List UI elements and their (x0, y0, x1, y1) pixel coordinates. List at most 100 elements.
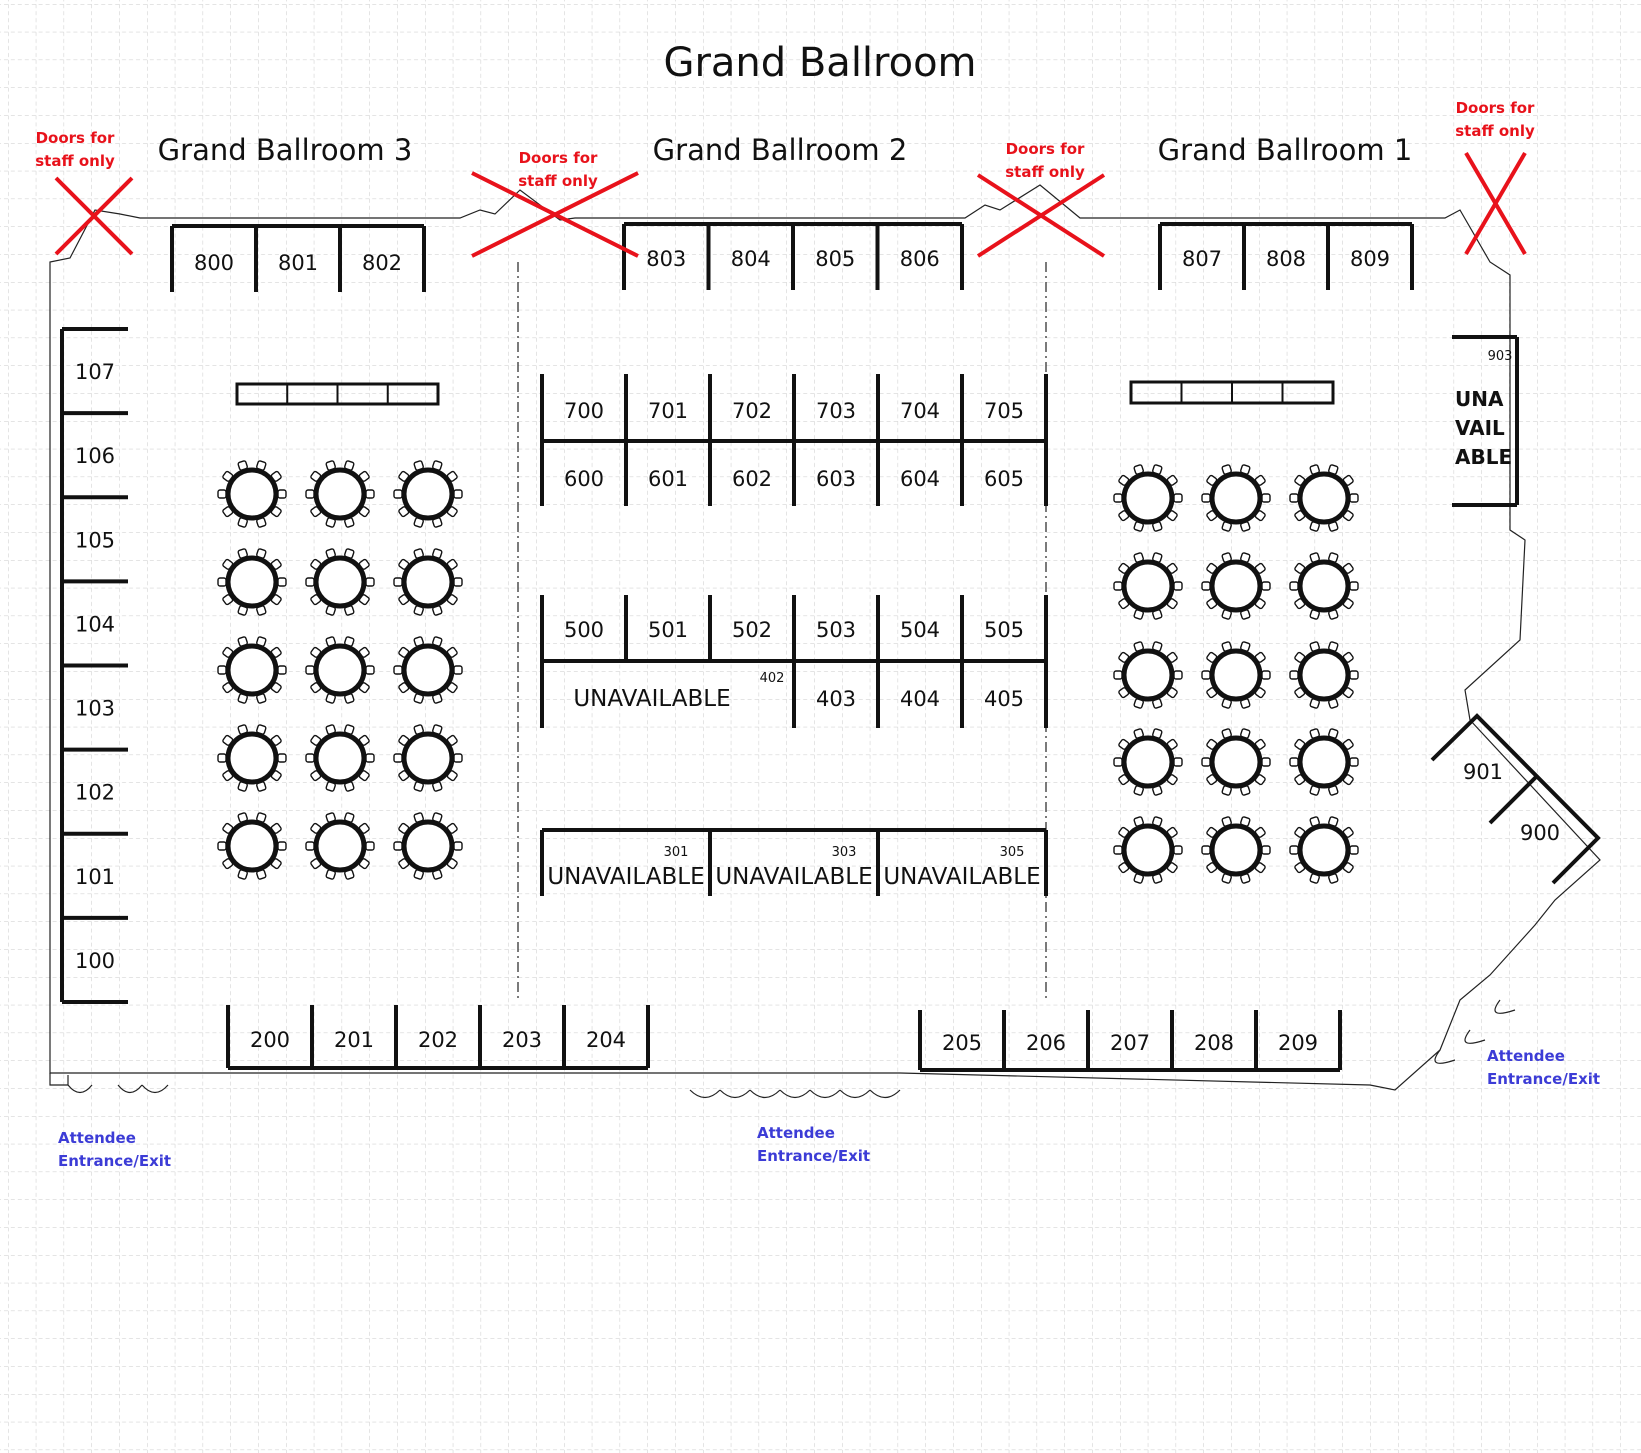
staff-door-label: staff only (35, 152, 115, 170)
staff-door-cross (1464, 151, 1527, 256)
chair (453, 489, 463, 499)
chair (1152, 785, 1163, 796)
chair (1113, 493, 1123, 503)
round-table (1297, 823, 1351, 877)
chair (1294, 738, 1306, 750)
booth-number: 200 (250, 1028, 290, 1052)
booth-number: 206 (1026, 1031, 1066, 1055)
chair (1261, 581, 1271, 591)
chair (1309, 521, 1320, 532)
chair (237, 869, 248, 880)
chair (1309, 609, 1320, 620)
chair (1152, 464, 1163, 475)
chair (1206, 651, 1218, 663)
chair (398, 558, 410, 570)
chair (344, 460, 355, 471)
chair (1240, 698, 1251, 709)
chair (1118, 562, 1130, 574)
chair (398, 734, 410, 746)
booth-number: 602 (732, 467, 772, 491)
chair (1118, 826, 1130, 838)
unavailable-label: UNAVAILABLE (547, 864, 704, 890)
chair (270, 646, 282, 658)
booth-number: 503 (816, 618, 856, 642)
chair (1342, 862, 1354, 874)
chair (413, 460, 424, 471)
chair (1133, 785, 1144, 796)
chair (1206, 738, 1218, 750)
chair (344, 636, 355, 647)
round-table (1297, 471, 1351, 525)
chair (270, 822, 282, 834)
booth-number: 807 (1182, 247, 1222, 271)
booth-number: 604 (900, 467, 940, 491)
chair (393, 489, 403, 499)
booth-number: 808 (1266, 247, 1306, 271)
chair (432, 724, 443, 735)
chair (1309, 785, 1320, 796)
chair (256, 812, 267, 823)
chair (1118, 651, 1130, 663)
round-table (1209, 471, 1263, 525)
chair (237, 460, 248, 471)
staff-door-label: Doors for (1456, 99, 1535, 117)
chair (222, 858, 234, 870)
chair (358, 470, 370, 482)
chair (446, 770, 458, 782)
attendee-entrance-label: Entrance/Exit (757, 1147, 870, 1165)
chair (256, 781, 267, 792)
booth-wall (1488, 775, 1538, 825)
chair (1152, 816, 1163, 827)
round-table (1121, 648, 1175, 702)
booth-number: 702 (732, 399, 772, 423)
chair (217, 753, 227, 763)
chair (365, 841, 375, 851)
chair (270, 558, 282, 570)
chair (432, 781, 443, 792)
round-table (1209, 648, 1263, 702)
booth-number: 605 (984, 467, 1024, 491)
booth-wall (1430, 713, 1601, 885)
chair (325, 605, 336, 616)
chair (398, 646, 410, 658)
chair (1254, 651, 1266, 663)
chair (1133, 698, 1144, 709)
chair (453, 577, 463, 587)
chair (344, 548, 355, 559)
chair (1294, 826, 1306, 838)
chair (453, 665, 463, 675)
staff-door-label: Doors for (36, 129, 115, 147)
chair (1240, 609, 1251, 620)
chair (310, 558, 322, 570)
chair (256, 548, 267, 559)
chair (344, 724, 355, 735)
booth-number: 404 (900, 687, 940, 711)
booth-number: 103 (75, 697, 115, 721)
chair (432, 812, 443, 823)
round-table (313, 467, 367, 521)
booth-number: 805 (815, 247, 855, 271)
chair (1206, 774, 1218, 786)
booth-number: 405 (984, 687, 1024, 711)
chair (1152, 552, 1163, 563)
chair (1166, 510, 1178, 522)
chair (358, 682, 370, 694)
booth-number: 502 (732, 618, 772, 642)
chair (1221, 521, 1232, 532)
page-title: Grand Ballroom (663, 40, 976, 86)
chair (222, 822, 234, 834)
chair (1118, 862, 1130, 874)
chair (1173, 845, 1183, 855)
chair (1289, 493, 1299, 503)
chair (222, 506, 234, 518)
chair (256, 517, 267, 528)
chair (1201, 845, 1211, 855)
chair (413, 869, 424, 880)
chair (1342, 738, 1354, 750)
chair (217, 489, 227, 499)
chair (413, 724, 424, 735)
chair (1221, 698, 1232, 709)
booth-number: 802 (362, 251, 402, 275)
